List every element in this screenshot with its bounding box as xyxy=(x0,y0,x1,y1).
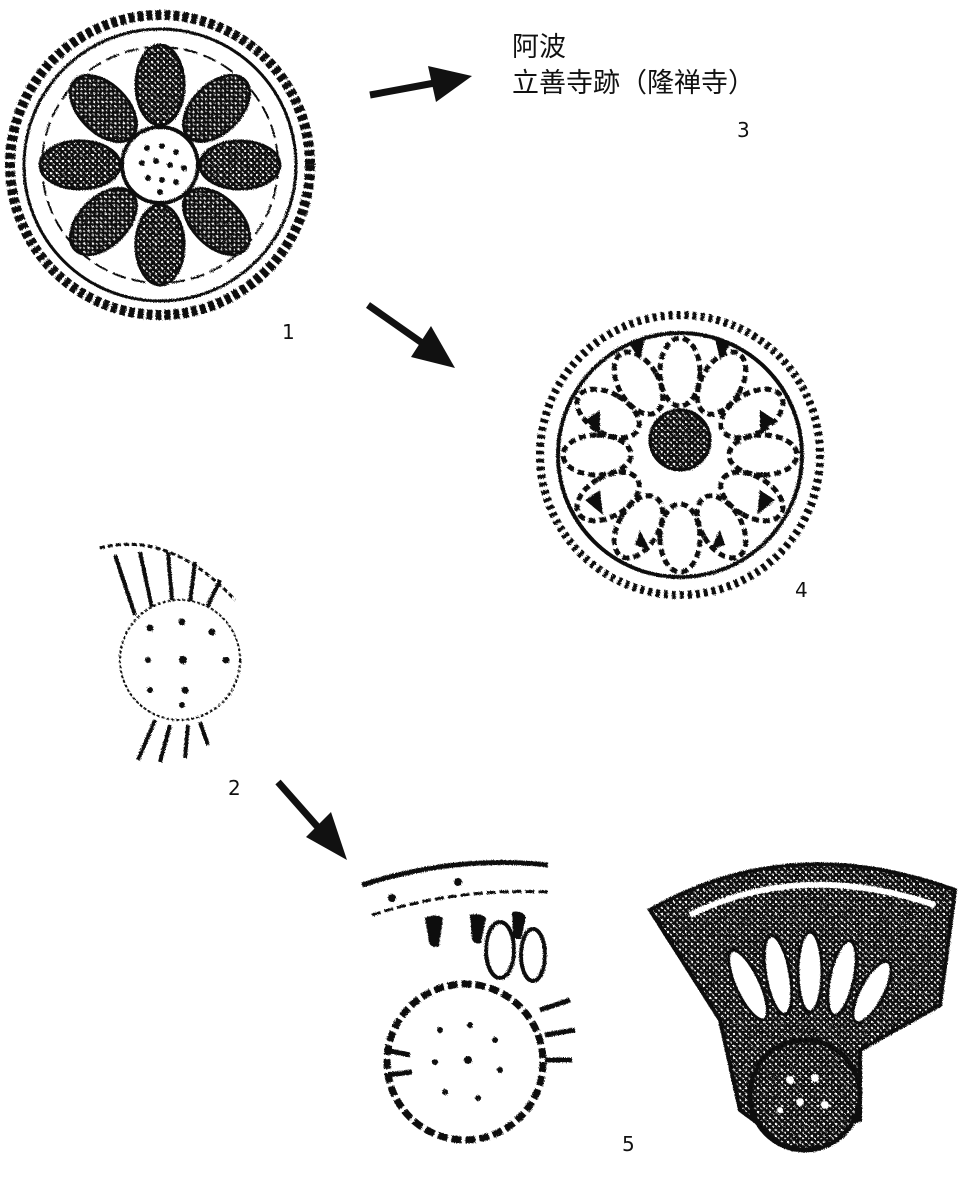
roof-tile-5-fragment-b xyxy=(650,864,955,1150)
caption-province: 阿波 xyxy=(512,30,755,66)
arrow-1-to-4 xyxy=(368,305,455,368)
roof-tile-2-fragment xyxy=(100,544,240,762)
caption-site-name: 立善寺跡（隆禅寺） xyxy=(512,66,755,102)
figure-label-2: 2 xyxy=(228,778,241,798)
site-caption: 阿波 立善寺跡（隆禅寺） xyxy=(512,30,755,103)
roof-tile-1 xyxy=(10,15,310,315)
figure-label-3: 3 xyxy=(737,120,750,140)
figure-label-4: 4 xyxy=(795,580,808,600)
roof-tile-5-fragment-a xyxy=(362,863,575,1141)
figure-label-5: 5 xyxy=(622,1134,635,1154)
roof-tile-4 xyxy=(540,315,820,595)
arrow-1-to-3 xyxy=(370,66,472,102)
arrow-2-to-5 xyxy=(278,782,347,860)
figure-label-1: 1 xyxy=(282,322,295,342)
